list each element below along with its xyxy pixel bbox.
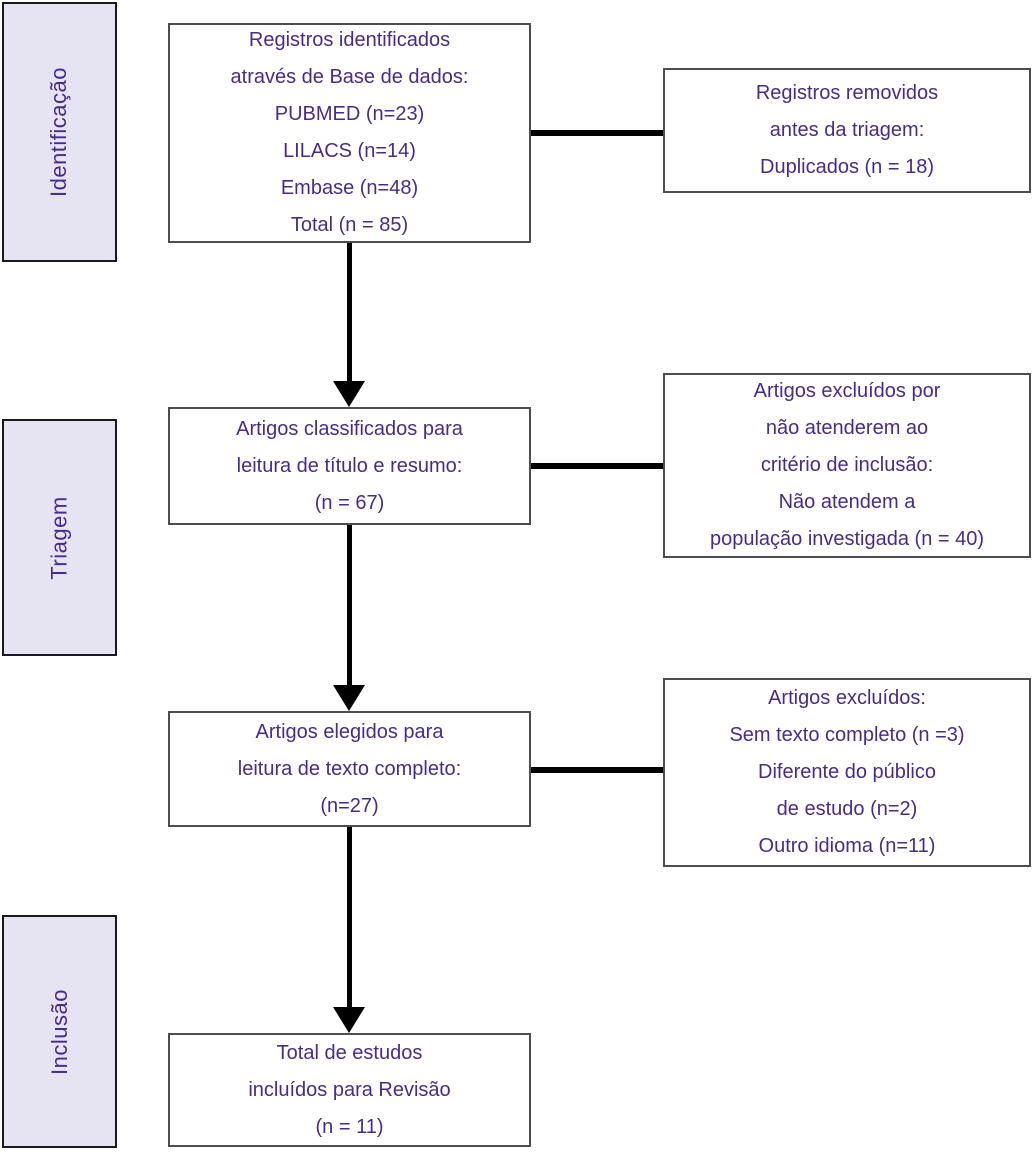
box-line: Duplicados (n = 18) [760, 156, 934, 178]
box-line: não atenderem ao [765, 417, 929, 439]
box-line: leitura de texto completo: [237, 757, 462, 780]
box-line: Embase (n=48) [280, 177, 419, 199]
down-arrow-shaft-3 [347, 827, 352, 1009]
box-line: Artigos elegidos para [255, 720, 444, 743]
box-line: critério de inclusão: [760, 454, 934, 476]
box-line: Artigos excluídos: [768, 687, 926, 709]
box-line: (n = 67) [314, 491, 385, 514]
box-line: Total de estudos [276, 1041, 423, 1064]
box-line: Total (n = 85) [290, 214, 409, 236]
down-arrowhead-icon [333, 381, 365, 407]
down-arrow-shaft-1 [347, 243, 352, 383]
side-box-excluded-criteria: Artigos excluídos por não atenderem ao c… [663, 373, 1031, 558]
flow-box-screened-title-abstract: Artigos classificados para leitura de tí… [168, 407, 531, 525]
horizontal-connector-3 [531, 767, 663, 773]
down-arrow-shaft-2 [347, 525, 352, 687]
box-line: de estudo (n=2) [776, 798, 918, 820]
box-line: leitura de título e resumo: [236, 454, 463, 477]
box-line: Sem texto completo (n =3) [729, 724, 965, 746]
stage-label: Inclusão [46, 988, 72, 1075]
box-line: antes da triagem: [769, 119, 925, 141]
flow-box-fulltext-eligible: Artigos elegidos para leitura de texto c… [168, 711, 531, 827]
box-line: Artigos excluídos por [753, 380, 941, 402]
stage-box-triagem: Triagem [2, 419, 117, 656]
box-line: incluídos para Revisão [248, 1078, 451, 1101]
stage-label: Identificação [46, 66, 72, 198]
box-line: LILACS (n=14) [283, 140, 416, 162]
box-line: Artigos classificados para [236, 417, 463, 440]
side-box-removed-before-screening: Registros removidos antes da triagem: Du… [663, 68, 1031, 193]
horizontal-connector-2 [531, 463, 663, 469]
box-line: Registros removidos [755, 82, 939, 104]
box-line: Diferente do público [758, 761, 936, 783]
stage-box-inclusao: Inclusão [2, 915, 117, 1148]
horizontal-connector-1 [531, 130, 663, 136]
stage-box-identificacao: Identificação [2, 2, 117, 262]
down-arrowhead-icon [333, 1007, 365, 1033]
box-line: PUBMED (n=23) [274, 103, 425, 125]
stage-label: Triagem [46, 495, 72, 580]
box-line: Outro idioma (n=11) [758, 835, 936, 857]
flow-box-records-identified: Registros identificados através de Base … [168, 23, 531, 243]
box-line: Não atendem a [778, 491, 916, 513]
side-box-excluded-fulltext: Artigos excluídos: Sem texto completo (n… [663, 678, 1031, 867]
box-line: (n=27) [320, 794, 379, 817]
box-line: Registros identificados [248, 29, 451, 51]
box-line: (n = 11) [315, 1115, 384, 1138]
flow-box-included-total: Total de estudos incluídos para Revisão … [168, 1033, 531, 1147]
box-line: população investigada (n = 40) [709, 528, 985, 550]
box-line: através de Base de dados: [230, 66, 469, 88]
down-arrowhead-icon [333, 685, 365, 711]
